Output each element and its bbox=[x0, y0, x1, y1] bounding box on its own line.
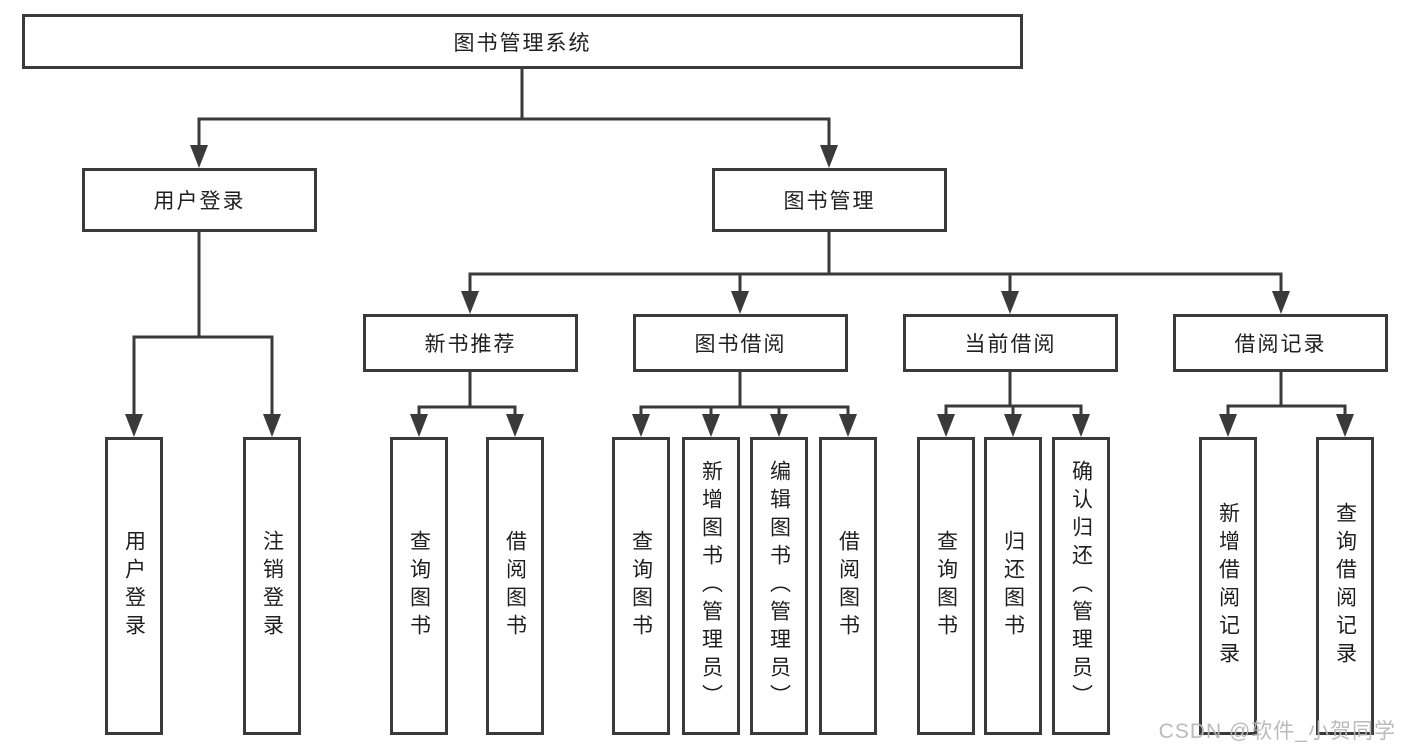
node-bb-query-book: 查询图书 bbox=[612, 437, 670, 735]
node-leaf-logout: 注销登录 bbox=[243, 437, 301, 735]
node-cb-return-book: 归还图书 bbox=[984, 437, 1042, 735]
node-borrow-record: 借阅记录 bbox=[1173, 314, 1388, 372]
node-current-borrow: 当前借阅 bbox=[903, 314, 1118, 372]
node-br-add-record: 新增借阅记录 bbox=[1199, 437, 1257, 735]
node-cb-confirm-return-admin: 确认归还（管理员） bbox=[1052, 437, 1110, 735]
node-nb-borrow-book: 借阅图书 bbox=[486, 437, 544, 735]
node-bb-add-book-admin: 新增图书（管理员） bbox=[682, 437, 740, 735]
node-root: 图书管理系统 bbox=[22, 14, 1023, 69]
node-book-borrow: 图书借阅 bbox=[633, 314, 848, 372]
node-nb-query-book: 查询图书 bbox=[390, 437, 448, 735]
node-book-management: 图书管理 bbox=[712, 168, 947, 232]
node-new-book-recommend: 新书推荐 bbox=[363, 314, 578, 372]
node-br-query-record: 查询借阅记录 bbox=[1316, 437, 1374, 735]
node-leaf-user-login: 用户登录 bbox=[105, 437, 163, 735]
node-bb-edit-book-admin: 编辑图书（管理员） bbox=[750, 437, 808, 735]
node-user-login: 用户登录 bbox=[82, 168, 317, 232]
node-bb-borrow-book: 借阅图书 bbox=[819, 437, 877, 735]
node-cb-query-book: 查询图书 bbox=[917, 437, 975, 735]
csdn-watermark: CSDN @软件_小贺同学 bbox=[1158, 720, 1396, 743]
